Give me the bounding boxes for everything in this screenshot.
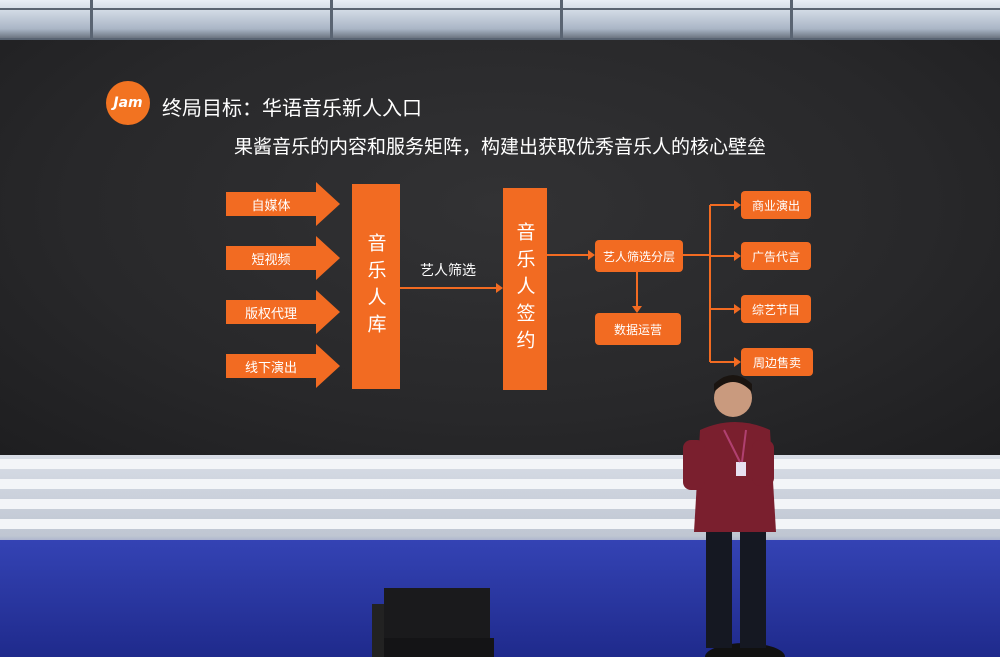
source-arrow: 短视频 bbox=[251, 252, 291, 268]
diagram-connectors bbox=[226, 182, 741, 388]
source-arrow: 线下演出 bbox=[244, 360, 297, 376]
jam-logo: Jam bbox=[106, 81, 150, 125]
transition-label: 艺人筛选 bbox=[420, 263, 476, 279]
output-box: 商业演出 bbox=[741, 191, 811, 219]
speaker-cabinet bbox=[384, 638, 494, 657]
speaker-cabinet bbox=[384, 588, 490, 638]
output-box: 周边售卖 bbox=[741, 348, 813, 376]
presenter bbox=[683, 375, 776, 648]
artist-tiering-box: 艺人筛选分层 bbox=[595, 240, 683, 272]
stage-floor bbox=[0, 540, 1000, 657]
output-box: 综艺节目 bbox=[741, 295, 811, 323]
source-arrow: 自媒体 bbox=[251, 198, 291, 214]
music-library-box: 音乐人库 bbox=[352, 184, 400, 389]
data-ops-box: 数据运营 bbox=[595, 313, 681, 345]
slide-title: 终局目标：华语音乐新人入口 bbox=[162, 96, 422, 120]
slide-subtitle: 果酱音乐的内容和服务矩阵，构建出获取优秀音乐人的核心壁垒 bbox=[233, 136, 766, 158]
artist-signing-box: 音乐人签约 bbox=[503, 188, 547, 390]
output-box: 广告代言 bbox=[741, 242, 811, 270]
source-arrow: 版权代理 bbox=[244, 306, 297, 322]
presentation-screen: Jam 终局目标：华语音乐新人入口 果酱音乐的内容和服务矩阵，构建出获取优秀音乐… bbox=[0, 40, 1000, 455]
